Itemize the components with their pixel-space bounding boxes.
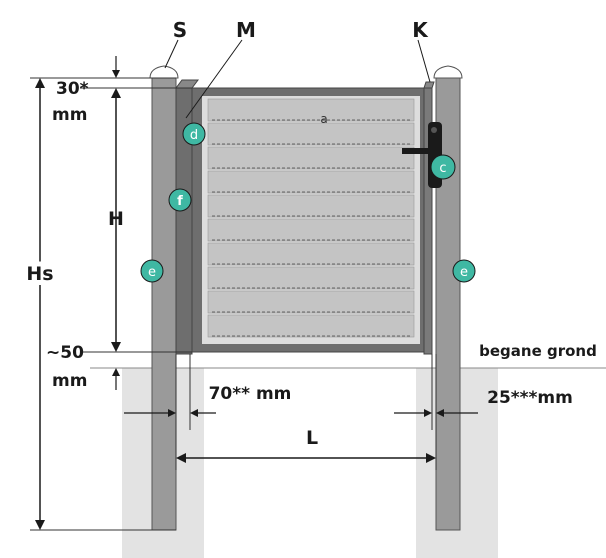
label-top-gap-unit: mm <box>52 105 87 125</box>
badge-e-right: e <box>452 259 476 283</box>
svg-text:f: f <box>177 194 183 209</box>
label-post-height: Hs <box>26 263 53 285</box>
label-width: L <box>306 427 318 449</box>
gate-slat <box>207 290 415 314</box>
svg-text:e: e <box>460 265 468 280</box>
gate-slat <box>207 314 415 338</box>
dimension-gap-left <box>124 409 216 417</box>
leader-k <box>417 39 431 83</box>
label-ground-level: begane grond <box>479 342 597 360</box>
gate-slats <box>207 98 415 338</box>
label-bottom-gap-value: ~50 <box>46 343 84 363</box>
svg-text:e: e <box>148 265 156 280</box>
label-post-s: S <box>173 18 187 42</box>
gate-slat <box>207 98 415 122</box>
badge-d: d <box>182 122 206 146</box>
badge-e-left: e <box>140 259 164 283</box>
badge-f: f <box>168 188 192 212</box>
label-bottom-gap-unit: mm <box>52 371 87 391</box>
dimension-h <box>111 88 121 352</box>
post-middle-cap <box>175 79 199 89</box>
post-lock-cap <box>423 81 435 89</box>
label-gap-right: 25***mm <box>487 388 573 408</box>
gate-slat <box>207 146 415 170</box>
gate-slat <box>207 242 415 266</box>
svg-text:d: d <box>190 128 198 143</box>
dimension-top-gap <box>112 56 120 78</box>
badge-c: c <box>430 154 456 180</box>
leader-s <box>164 39 179 69</box>
dimension-gap-right <box>394 409 478 417</box>
gate-slat <box>207 122 415 146</box>
post-left <box>149 65 179 531</box>
label-gate-height: H <box>108 208 124 230</box>
label-gap-left: 70** mm <box>209 384 292 404</box>
gate-slat <box>207 194 415 218</box>
dimension-bottom-gap <box>112 368 120 390</box>
label-slat: a <box>320 112 327 126</box>
label-post-k: K <box>412 18 429 42</box>
gate-slat <box>207 266 415 290</box>
label-top-gap-value: 30* <box>56 79 89 99</box>
dimension-l <box>176 453 436 463</box>
svg-text:c: c <box>439 161 446 176</box>
post-right <box>433 65 463 531</box>
label-post-m: M <box>236 18 256 42</box>
dimension-hs <box>35 78 45 530</box>
gate-slat <box>207 170 415 194</box>
leader-m <box>185 39 243 119</box>
gate-slat <box>207 218 415 242</box>
